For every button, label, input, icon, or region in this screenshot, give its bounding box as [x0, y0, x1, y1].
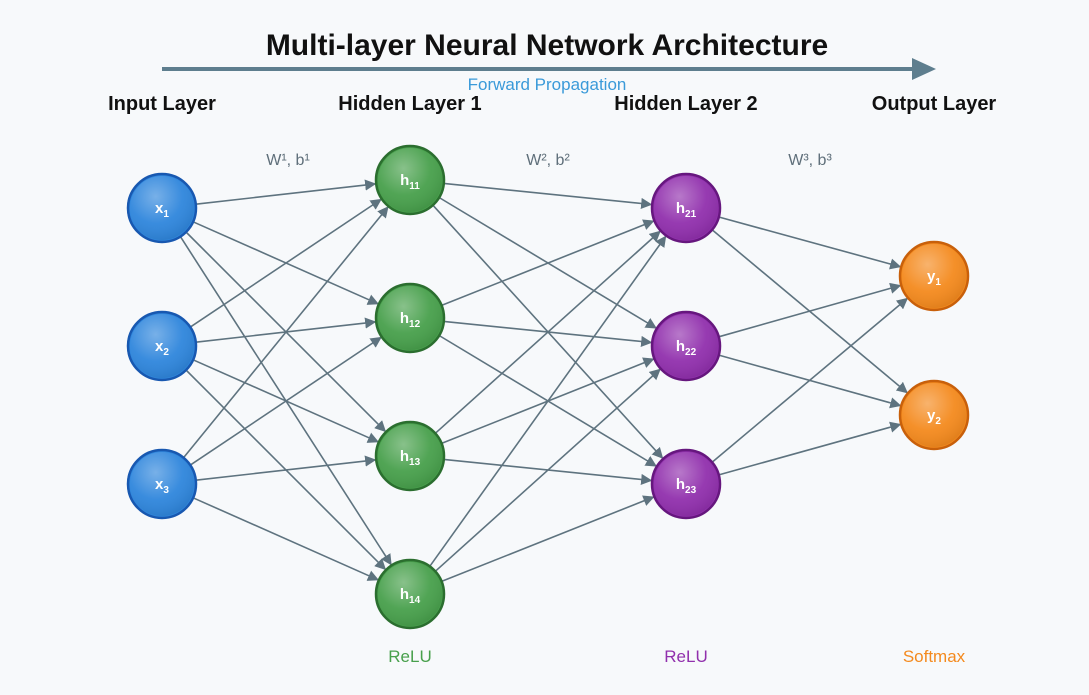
neuron-label: h21: [676, 200, 697, 220]
neuron-node: h23: [650, 448, 722, 520]
neuron-symbol: x: [155, 200, 164, 217]
neuron-highlight: [130, 452, 194, 516]
layer-label: Output Layer: [872, 93, 997, 115]
connection-edge: [429, 235, 667, 567]
neuron-highlight: [378, 148, 442, 212]
layer-label: Input Layer: [108, 93, 216, 115]
neuron-label: x2: [155, 338, 169, 358]
neuron-symbol: x: [155, 338, 164, 355]
neuron-label: h13: [400, 448, 421, 468]
neuron-node: h11: [374, 144, 446, 216]
neuron-node: y1: [898, 240, 970, 312]
connection-edge: [718, 216, 902, 270]
neuron-index: 1: [935, 277, 941, 288]
neuron-symbol: h: [400, 448, 409, 465]
forward-propagation-label: Forward Propagation: [468, 75, 627, 94]
forward-propagation-arrow-head: [912, 58, 936, 80]
neuron-node: y2: [898, 379, 970, 451]
neuron-node: h22: [650, 310, 722, 382]
neuron-node: h12: [374, 282, 446, 354]
neuron-index: 12: [409, 319, 421, 330]
neuron-node: x1: [126, 172, 198, 244]
neuron-index: 2: [935, 416, 941, 427]
layer-labels: Input Layer Hidden Layer 1 ReLU Hidden Laye…: [108, 93, 996, 666]
neuron-node: x3: [126, 448, 198, 520]
connection-edge: [434, 230, 661, 434]
neuron-label: y2: [927, 407, 941, 427]
layer-label: Hidden Layer 2: [614, 93, 757, 115]
activation-label: ReLU: [664, 647, 707, 666]
neuron-index: 22: [685, 347, 697, 358]
neuron-highlight: [654, 314, 718, 378]
layer-label: Hidden Layer 1: [338, 93, 481, 115]
neuron-symbol: h: [676, 476, 685, 493]
neuron-label: x3: [155, 476, 169, 496]
neuron-highlight: [378, 562, 442, 626]
connection-edge: [718, 421, 902, 476]
connections: [179, 179, 909, 583]
activation-label: ReLU: [388, 647, 431, 666]
neuron-node: h21: [650, 172, 722, 244]
neuron-index: 21: [685, 209, 697, 220]
neuron-label: h14: [400, 586, 421, 606]
neuron-node: h13: [374, 420, 446, 492]
connection-edge: [192, 497, 380, 581]
connection-edge: [443, 182, 653, 210]
neuron-symbol: h: [400, 172, 409, 189]
weight-label: W², b²: [526, 152, 570, 169]
neuron-index: 14: [409, 595, 421, 606]
neuron-index: 23: [685, 485, 697, 496]
neuron-index: 1: [163, 209, 169, 220]
neuron-node: h14: [374, 558, 446, 630]
connection-edge: [718, 282, 902, 338]
neuron-highlight: [378, 424, 442, 488]
connection-edge: [434, 368, 661, 572]
neuron-label: y1: [927, 268, 941, 288]
neuron-highlight: [902, 383, 966, 447]
neuron-highlight: [902, 244, 966, 308]
neuron-index: 13: [409, 457, 421, 468]
neuron-label: h23: [676, 476, 697, 496]
neuron-index: 3: [163, 485, 169, 496]
neuron-index: 2: [163, 347, 169, 358]
weight-label: W¹, b¹: [266, 152, 310, 169]
connection-edge: [441, 219, 655, 307]
neuron-symbol: h: [400, 310, 409, 327]
connection-edge: [195, 455, 377, 481]
neuron-symbol: h: [676, 338, 685, 355]
neuron-symbol: x: [155, 476, 164, 493]
neuron-label: x1: [155, 200, 169, 220]
neuron-highlight: [654, 176, 718, 240]
connection-edge: [182, 206, 389, 459]
neuron-symbol: h: [676, 200, 685, 217]
neuron-highlight: [378, 286, 442, 350]
neuron-symbol: y: [927, 407, 936, 424]
connection-edge: [711, 297, 909, 463]
neuron-highlight: [130, 176, 194, 240]
neuron-label: h12: [400, 310, 421, 330]
connection-edge: [441, 495, 655, 583]
neuron-node: x2: [126, 310, 198, 382]
neuron-label: h11: [400, 172, 420, 192]
weight-label: W³, b³: [788, 152, 832, 169]
neuron-highlight: [130, 314, 194, 378]
connection-edge: [195, 179, 377, 205]
diagram-title: Multi-layer Neural Network Architecture: [266, 29, 828, 62]
activation-label: Softmax: [903, 647, 966, 666]
connection-edge: [189, 198, 382, 328]
neuron-highlight: [654, 452, 718, 516]
connection-edge: [189, 336, 382, 466]
neuron-symbol: y: [927, 268, 936, 285]
neuron-label: h22: [676, 338, 697, 358]
neuron-symbol: h: [400, 586, 409, 603]
neuron-index: 11: [409, 181, 420, 192]
